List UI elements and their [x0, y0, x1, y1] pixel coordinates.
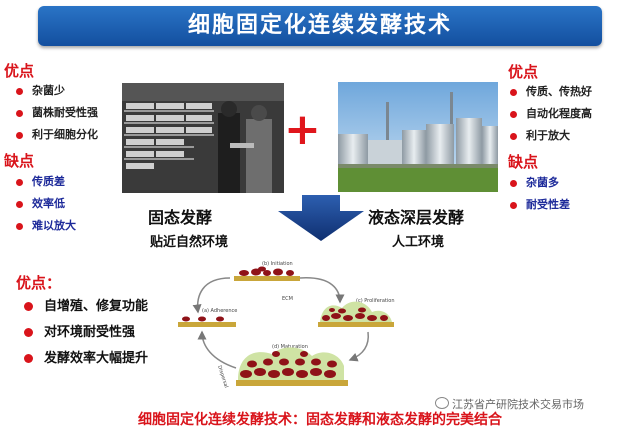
liquid-fermentation-subtitle: 人工环境 [392, 235, 445, 250]
list-item: 发酵效率大幅提升 [22, 346, 148, 372]
cycle-arrow [197, 330, 237, 369]
list-item: 菌株耐受性强 [14, 102, 98, 124]
down-arrow-icon [278, 195, 364, 241]
watermark: 江苏省产研院技术交易市场 [435, 396, 584, 412]
ecm-label: ECM [282, 296, 293, 302]
left-cons-label: 缺点 [4, 152, 35, 170]
advantages-list: 自增殖、修复功能 对环境耐受性强 发酵效率大幅提升 [22, 294, 148, 372]
solid-fermentation-photo [122, 83, 284, 193]
right-pros-list: 传质、传热好 自动化程度高 利于放大 [508, 81, 592, 147]
surface-bar [234, 276, 300, 281]
list-item: 对环境耐受性强 [22, 320, 148, 346]
list-item: 自增殖、修复功能 [22, 294, 148, 320]
plus-symbol: + [284, 104, 321, 155]
title-banner: 细胞固定化连续发酵技术 [38, 6, 602, 46]
surface-bar [318, 322, 394, 327]
list-item: 利于细胞分化 [14, 124, 98, 146]
list-item: 效率低 [14, 193, 76, 215]
right-pros-label: 优点 [508, 63, 539, 81]
list-item: 利于放大 [508, 125, 592, 147]
left-cons-list: 传质差 效率低 难以放大 [14, 171, 76, 237]
cycle-arrow [348, 331, 369, 362]
dispersal-label: Dispersal [216, 365, 229, 389]
left-pros-list: 杂菌少 菌株耐受性强 利于细胞分化 [14, 80, 98, 146]
left-pros-label: 优点 [4, 62, 35, 80]
list-item: 杂菌多 [508, 172, 570, 194]
right-cons-label: 缺点 [508, 153, 539, 171]
biofilm-cycle-diagram: (b) Initiation (a) Adherence ECM (c) Pro… [178, 261, 394, 389]
surface-bar [236, 380, 348, 386]
surface-bar [178, 322, 236, 327]
watermark-text: 江苏省产研院技术交易市场 [452, 398, 584, 411]
cell-cluster [239, 266, 294, 276]
adherence-label: (a) Adherence [202, 308, 237, 314]
right-cons-list: 杂菌多 耐受性差 [508, 172, 570, 216]
proliferation-label: (c) Proliferation [356, 298, 394, 304]
cycle-arrow [192, 277, 231, 314]
cycle-arrow [299, 277, 345, 304]
liquid-fermentation-photo [338, 82, 498, 192]
cell-cluster [182, 316, 224, 322]
list-item: 传质、传热好 [508, 81, 592, 103]
list-item: 杂菌少 [14, 80, 98, 102]
maturation-label: (d) Maturation [272, 344, 308, 350]
solid-fermentation-title: 固态发酵 [148, 208, 213, 227]
list-item: 自动化程度高 [508, 103, 592, 125]
page-title: 细胞固定化连续发酵技术 [187, 13, 452, 38]
solid-fermentation-subtitle: 贴近自然环境 [150, 235, 229, 250]
list-item: 耐受性差 [508, 194, 570, 216]
bottom-summary: 细胞固定化连续发酵技术：固态发酵和液态发酵的完美结合 [138, 412, 502, 428]
initiation-label: (b) Initiation [262, 261, 293, 267]
liquid-fermentation-title: 液态深层发酵 [368, 208, 465, 227]
advantages-label: 优点： [16, 274, 62, 292]
cell-cluster [322, 307, 388, 321]
list-item: 传质差 [14, 171, 76, 193]
wechat-icon [435, 397, 449, 409]
list-item: 难以放大 [14, 215, 76, 237]
cell-cluster [240, 351, 337, 378]
